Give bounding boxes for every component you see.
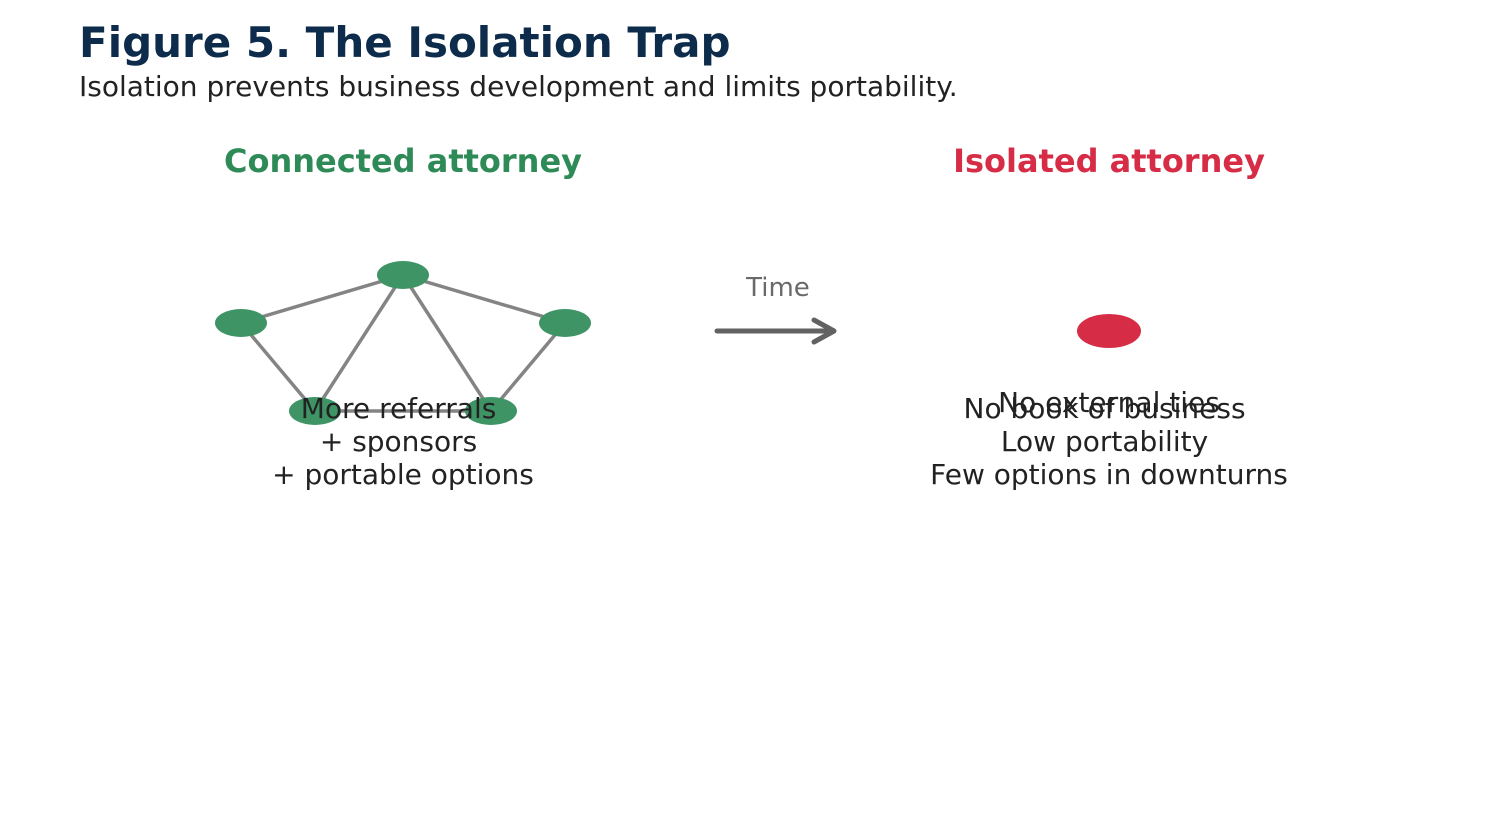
network-node: [539, 309, 591, 337]
network-edges: [239, 273, 567, 413]
network-edge: [401, 273, 567, 325]
network-edge: [489, 321, 567, 413]
isolated-caption-line: No book of business: [964, 392, 1246, 425]
network-node: [215, 309, 267, 337]
connected-title: Connected attorney: [224, 142, 582, 180]
time-arrow-head: [811, 317, 837, 345]
connected-caption-line: + sponsors: [320, 425, 477, 458]
network-edge: [313, 273, 405, 413]
isolated-caption-line: Few options in downturns: [930, 458, 1288, 491]
isolated-title: Isolated attorney: [953, 142, 1265, 180]
network-node: [289, 397, 341, 425]
isolated-caption-line: Low portability: [1001, 425, 1208, 458]
network-node: [377, 261, 429, 289]
network-edge: [239, 273, 405, 325]
connected-caption-line: + portable options: [272, 458, 534, 491]
network-node: [465, 397, 517, 425]
figure-subtitle: Isolation prevents business development …: [79, 70, 958, 103]
isolated-overlap-label: No external ties: [998, 386, 1220, 419]
isolated-panel: Isolated attorney No external ties No bo…: [930, 142, 1288, 491]
network-edge: [239, 321, 317, 413]
connected-panel: Connected attorney More referrals + sp: [215, 142, 591, 491]
connected-caption: More referrals + sponsors + portable opt…: [272, 392, 534, 491]
network-edge: [401, 273, 493, 413]
figure-title: Figure 5. The Isolation Trap: [79, 18, 731, 67]
time-arrow-group: Time: [714, 273, 837, 345]
isolated-node: [1077, 314, 1141, 348]
time-label: Time: [745, 273, 810, 303]
connected-caption-line: More referrals: [301, 392, 497, 425]
isolated-caption: No book of business Low portability Few …: [930, 392, 1288, 491]
network-nodes: [215, 261, 591, 425]
